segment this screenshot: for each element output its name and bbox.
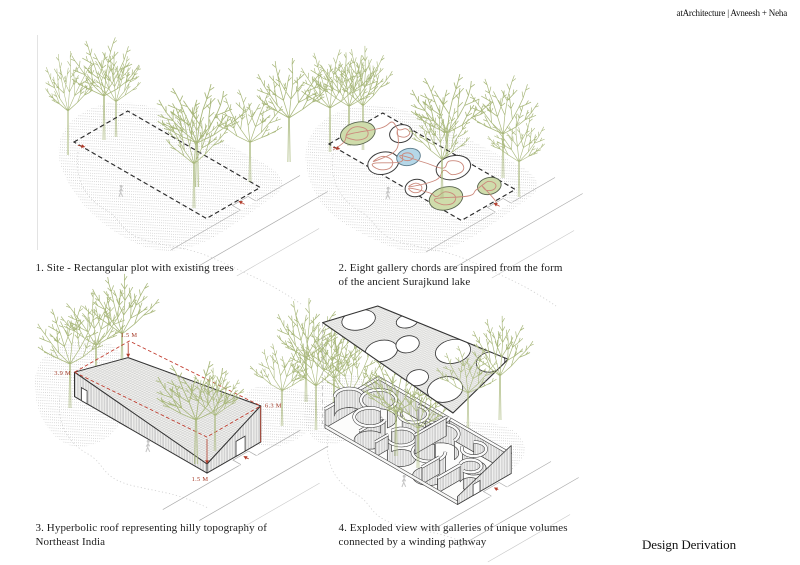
svg-text:3.9 M: 3.9 M bbox=[54, 370, 71, 377]
svg-text:6.3 M: 6.3 M bbox=[265, 403, 282, 410]
svg-text:1.5 M: 1.5 M bbox=[121, 332, 138, 339]
svg-text:1.5 M: 1.5 M bbox=[192, 476, 209, 483]
